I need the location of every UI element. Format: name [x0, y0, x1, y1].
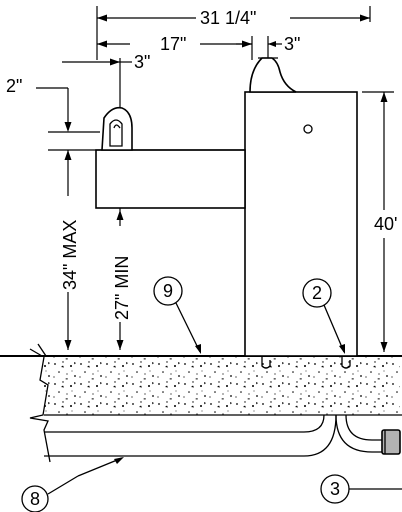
callout-9-number: 9: [163, 281, 173, 301]
dim-max-height: [64, 292, 72, 350]
max-height-label: 34" MAX: [60, 220, 80, 290]
fountain-tower: [244, 57, 358, 369]
callout-2: 2: [302, 278, 345, 354]
bowl-reach-label: 17": [160, 34, 186, 54]
knee-clearance-label: 27" MIN: [112, 256, 132, 320]
dim-bowl-rim: [36, 87, 100, 196]
callout-9: 9: [153, 276, 201, 354]
callout-2-number: 2: [312, 283, 322, 303]
dim-tower-cap: [236, 36, 282, 58]
bubbler-offset-label: 3": [134, 52, 150, 72]
callout-3-number: 3: [330, 479, 340, 499]
callout-3: 3: [320, 474, 402, 504]
tower-cap-label: 3": [284, 34, 300, 54]
overall-width-label: 31 1/4": [200, 8, 256, 28]
callout-8-number: 8: [30, 489, 40, 509]
under-slab-piping: [44, 414, 401, 457]
bowl-rim-label: 2": [6, 76, 22, 96]
fountain-bowl: [95, 106, 246, 209]
callout-8: 8: [21, 457, 124, 512]
dim-bubbler-offset: [62, 58, 132, 108]
tower-height-label: 40': [374, 214, 397, 234]
concrete-slab: [0, 343, 402, 463]
dim-knee-clearance: [116, 208, 124, 350]
dim-tower-height: [362, 91, 394, 352]
dim-overall-width: [96, 6, 371, 60]
